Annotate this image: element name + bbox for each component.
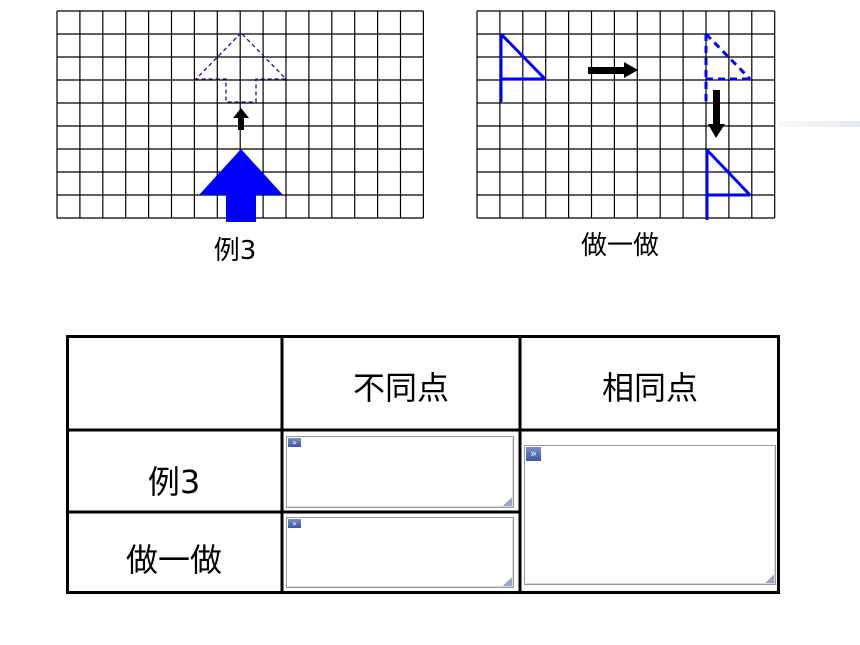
expand-chevron-icon[interactable]: » [288,519,301,528]
grid-lines [476,10,776,219]
header-differences: 不同点 [352,369,449,407]
decorative-bar [778,121,860,127]
dashed-up-arrow-outline [194,32,288,103]
practice-difference-input[interactable]: » [286,517,514,588]
expand-chevron-icon[interactable]: » [288,438,301,447]
expand-chevron-icon[interactable]: » [526,447,541,461]
example-difference-input[interactable]: » [286,436,514,508]
example-caption: 例3 [213,236,257,266]
practice-caption: 做一做 [580,231,659,261]
solid-up-arrow-shape [199,149,283,222]
common-points-input[interactable]: » [524,445,776,585]
header-similarities: 相同点 [601,369,698,407]
example-grid [56,10,424,222]
resize-grip-icon[interactable] [765,574,774,583]
translation-arrow-icon [233,108,249,130]
translated-triangle-shape [705,148,752,220]
solid-triangle-shape [499,32,547,102]
dashed-triangle-shape [704,32,752,102]
resize-grip-icon[interactable] [503,497,512,506]
practice-grid [476,10,776,220]
row-label-practice: 做一做 [125,541,222,579]
table-borders [66,335,780,594]
resize-grip-icon[interactable] [503,577,512,586]
right-arrow-icon [588,62,638,78]
row-label-example: 例3 [147,463,201,501]
down-arrow-icon [708,90,725,138]
comparison-table: 不同点 相同点 例3 做一做 » » » [66,335,780,594]
